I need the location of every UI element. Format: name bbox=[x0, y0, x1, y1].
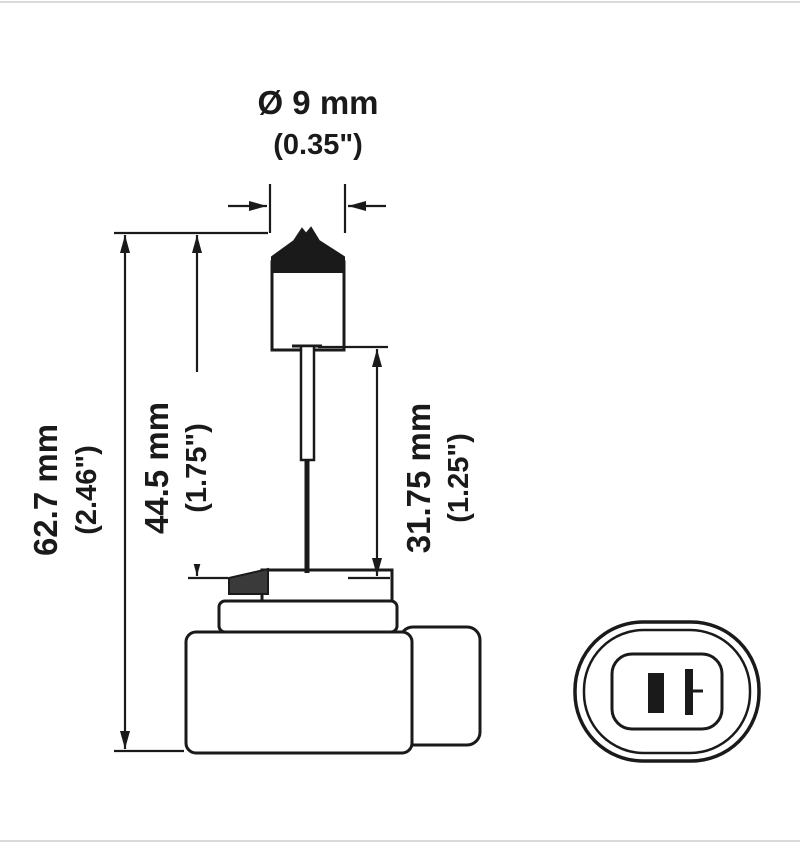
connector-cavity bbox=[610, 652, 724, 731]
dim-text-mask bbox=[148, 372, 220, 564]
dim-filament-inches: (1.25") bbox=[443, 433, 475, 523]
dim-filament-value: 31.75 mm bbox=[400, 403, 437, 553]
dimension-labels: Ø 9 mm (0.35") 62.7 mm (2.46") 44.5 mm (… bbox=[27, 84, 475, 556]
bulb-key-tab bbox=[228, 567, 269, 595]
connector-pin-left bbox=[648, 673, 664, 713]
connector-rear-view bbox=[573, 620, 761, 763]
connector-outer-shell bbox=[573, 620, 761, 763]
filament-stem-wire bbox=[304, 460, 310, 573]
filament-tube bbox=[299, 344, 316, 462]
bulb-glass-tip bbox=[271, 226, 345, 273]
bulb-flange bbox=[260, 568, 394, 603]
connector-pin-right bbox=[685, 669, 693, 715]
bulb-base-body bbox=[184, 630, 414, 755]
dim-overall-value: 62.7 mm bbox=[27, 424, 64, 556]
bulb-base-seat bbox=[217, 599, 399, 634]
bulb-glass-envelope bbox=[270, 260, 346, 352]
dim-diameter-value: Ø 9 mm bbox=[257, 84, 378, 121]
dim-glass-inches: (1.75") bbox=[181, 423, 213, 513]
dim-diameter-inches: (0.35") bbox=[273, 129, 363, 161]
bulb-side-view bbox=[184, 226, 482, 755]
dim-glass-value: 44.5 mm bbox=[138, 402, 175, 534]
connector-inner-shell bbox=[582, 628, 752, 755]
dim-overall-inches: (2.46") bbox=[71, 445, 103, 535]
